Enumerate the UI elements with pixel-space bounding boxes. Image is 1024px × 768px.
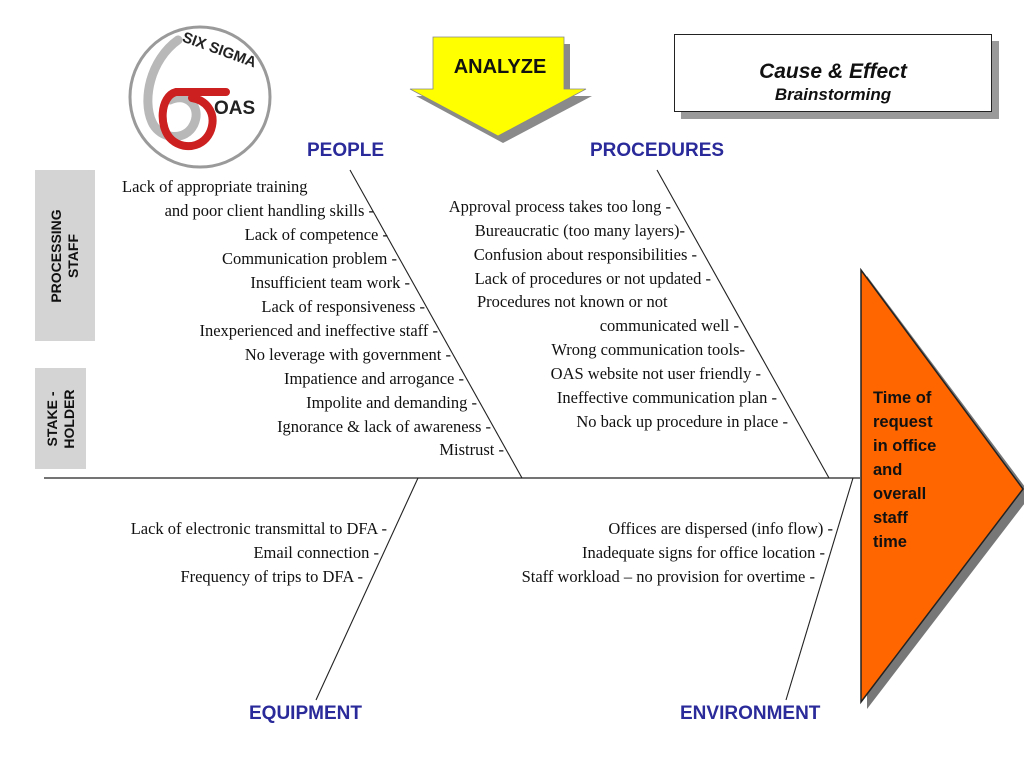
environment-cause: Staff workload – no provision for overti…: [521, 567, 815, 586]
stakeholder-line-2: HOLDER: [60, 388, 77, 449]
environment-bone: [785, 477, 854, 701]
equipment-bone: [315, 477, 419, 701]
people-cause: Impatience and arrogance -: [283, 369, 464, 388]
processing-line-2: STAFF: [65, 233, 81, 278]
category-procedures: PROCEDURES: [590, 140, 725, 161]
logo-org-text: OAS: [214, 98, 255, 119]
people-cause: Lack of competence -: [244, 225, 388, 244]
people-cause: Ignorance & lack of awareness -: [277, 417, 491, 436]
people-cause: No leverage with government -: [244, 345, 451, 364]
people-cause: Impolite and demanding -: [306, 393, 477, 412]
six-sigma-logo: SIX SIGMA OAS: [128, 25, 272, 169]
people-cause: Lack of appropriate training: [122, 177, 308, 196]
category-people: PEOPLE: [307, 140, 385, 161]
environment-cause: Offices are dispersed (info flow) -: [608, 519, 833, 538]
procedures-cause: communicated well -: [599, 316, 739, 335]
people-cause: Insufficient team work -: [250, 273, 410, 292]
page-title: Cause & Effect: [759, 60, 907, 83]
title-box: Cause & Effect Brainstorming: [674, 34, 992, 112]
procedures-cause: Approval process takes too long -: [448, 197, 671, 216]
people-bone: [349, 169, 523, 479]
effect-line: time: [873, 533, 907, 551]
processing-staff-label: PROCESSING STAFF: [35, 170, 95, 341]
category-equipment: EQUIPMENT: [249, 703, 362, 724]
category-environment: ENVIRONMENT: [680, 703, 821, 724]
effect-line: request: [873, 413, 933, 431]
effect-line: Time of: [873, 389, 932, 407]
page-subtitle: Brainstorming: [774, 85, 892, 104]
people-cause: and poor client handling skills -: [164, 201, 374, 220]
equipment-cause: Email connection -: [253, 543, 379, 562]
people-cause: Mistrust -: [439, 440, 504, 459]
procedures-cause: Wrong communication tools-: [551, 340, 745, 359]
analyze-arrow: [409, 36, 587, 137]
effect-line: overall: [873, 485, 927, 503]
procedures-cause: Lack of procedures or not updated -: [474, 269, 711, 288]
stakeholder-line-1: STAKE -: [43, 391, 60, 446]
stakeholder-label: STAKE - HOLDER: [35, 368, 86, 469]
stakeholder-text: STAKE - HOLDER: [44, 389, 78, 448]
procedures-cause: No back up procedure in place -: [576, 412, 788, 431]
analyze-label: ANALYZE: [453, 56, 547, 78]
people-cause: Lack of responsiveness -: [261, 297, 425, 316]
procedures-cause: Ineffective communication plan -: [556, 388, 777, 407]
people-cause: Inexperienced and ineffective staff -: [199, 321, 438, 340]
equipment-cause: Lack of electronic transmittal to DFA -: [130, 519, 387, 538]
equipment-cause: Frequency of trips to DFA -: [180, 567, 363, 586]
processing-line-1: PROCESSING: [48, 208, 64, 303]
procedures-cause: OAS website not user friendly -: [550, 364, 761, 383]
procedures-cause: Confusion about responsibilities -: [473, 245, 697, 264]
procedures-bone: [656, 169, 830, 479]
effect-line: staff: [873, 509, 908, 527]
processing-staff-text: PROCESSING STAFF: [48, 209, 82, 302]
effect-text: Time of request in office and overall st…: [873, 386, 958, 554]
environment-cause: Inadequate signs for office location -: [582, 543, 825, 562]
logo-sigma-shape: [158, 88, 230, 151]
effect-line: in office: [873, 437, 937, 455]
effect-head: [860, 267, 1024, 705]
people-cause: Communication problem -: [221, 249, 397, 268]
procedures-cause: Bureaucratic (too many layers)-: [474, 221, 685, 240]
procedures-cause: Procedures not known or not: [477, 292, 668, 311]
effect-line: and: [873, 461, 903, 479]
